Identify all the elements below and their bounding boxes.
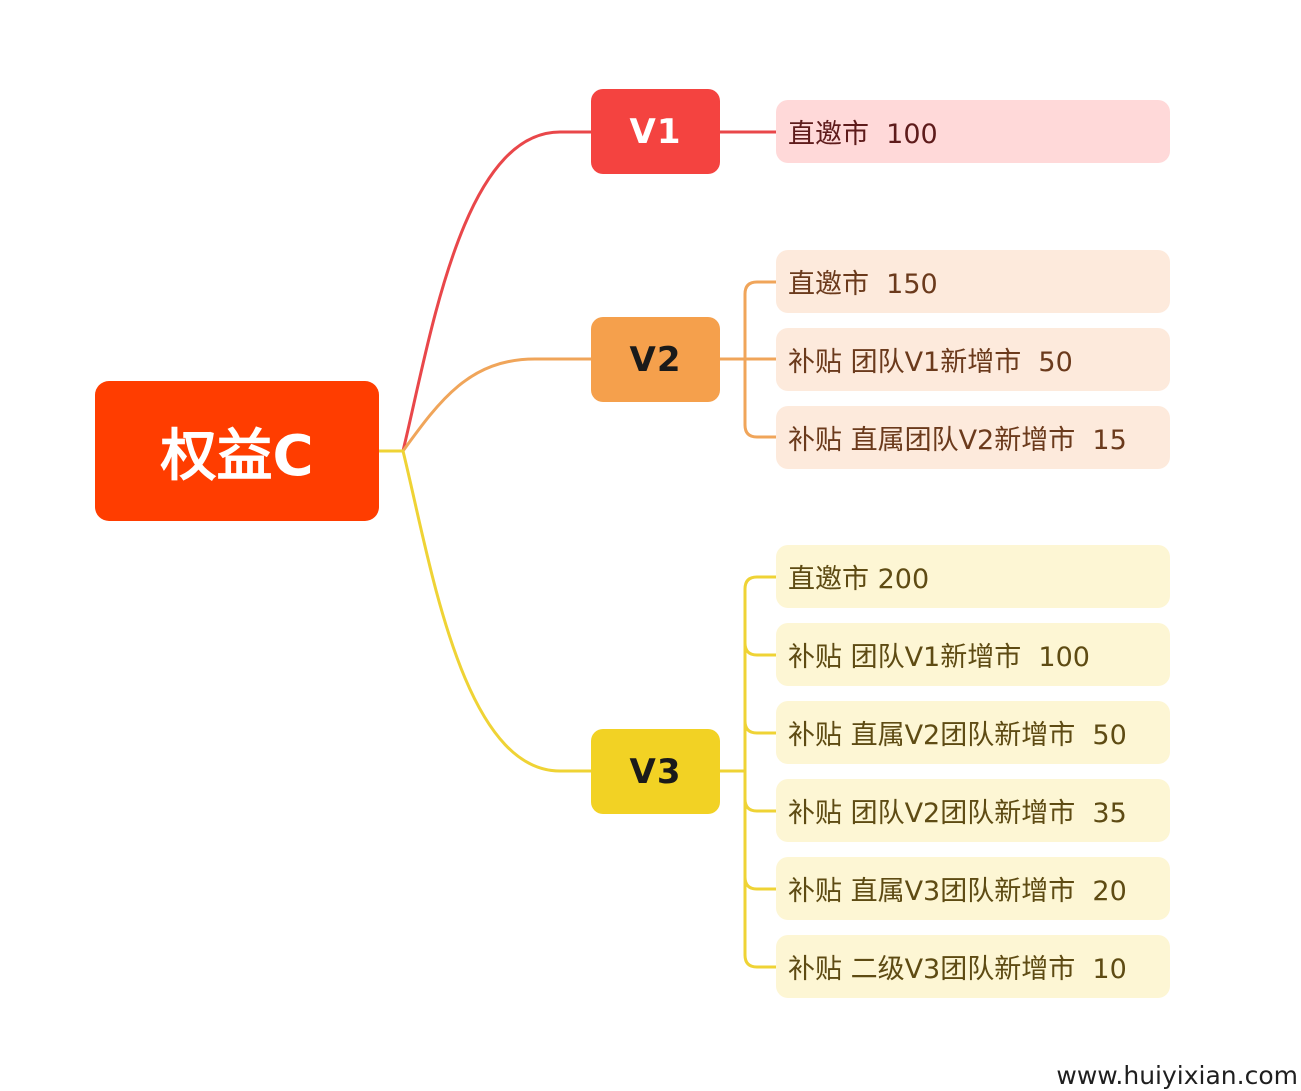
branch-node-v2: V2 — [591, 317, 720, 402]
branch-node-v3: V3 — [591, 729, 720, 814]
leaf-node-v2-2: 补贴 团队V1新增市 50 — [776, 328, 1170, 391]
leaf-node-v1-1: 直邀市 100 — [776, 100, 1170, 163]
branch-node-v1: V1 — [591, 89, 720, 174]
connector-v3-bracket — [743, 575, 778, 969]
leaf-node-v3-6: 补贴 二级V3团队新增市 10 — [776, 935, 1170, 998]
connector-root-v3 — [377, 449, 593, 773]
connector-v2-bracket — [743, 280, 778, 439]
connector-root-v2 — [377, 357, 593, 453]
connector-v3-leaf-3 — [743, 719, 778, 735]
connector-v3-leaf-4 — [743, 797, 778, 813]
leaf-node-v2-1: 直邀市 150 — [776, 250, 1170, 313]
root-node: 权益C — [95, 381, 379, 521]
leaf-node-v3-4: 补贴 团队V2团队新增市 35 — [776, 779, 1170, 842]
leaf-node-v3-2: 补贴 团队V1新增市 100 — [776, 623, 1170, 686]
leaf-node-v2-3: 补贴 直属团队V2新增市 15 — [776, 406, 1170, 469]
leaf-node-v3-3: 补贴 直属V2团队新增市 50 — [776, 701, 1170, 764]
leaf-node-v3-5: 补贴 直属V3团队新增市 20 — [776, 857, 1170, 920]
leaf-node-v3-1: 直邀市 200 — [776, 545, 1170, 608]
connector-v3-leaf-5 — [743, 875, 778, 891]
connector-v3-leaf-2 — [743, 641, 778, 657]
watermark-text: www.huiyixian.com — [1056, 1061, 1298, 1090]
connector-root-v1 — [377, 130, 593, 453]
